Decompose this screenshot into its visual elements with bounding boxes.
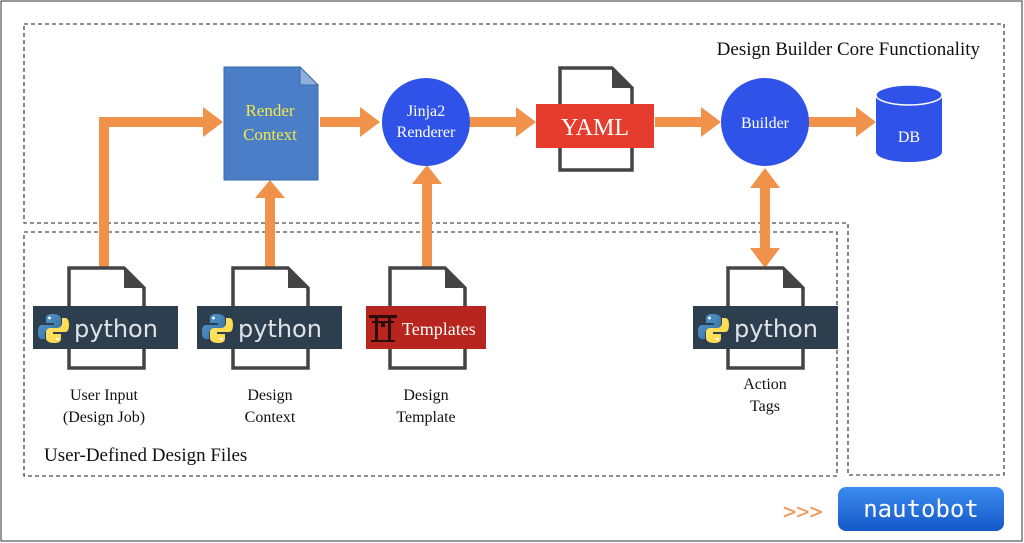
user-input-caption1: User Input <box>70 387 139 404</box>
design-template-caption2: Template <box>396 409 455 426</box>
user-input-badge: python <box>74 315 158 343</box>
yaml-node: YAML <box>536 66 654 172</box>
core-region-label: Design Builder Core Functionality <box>717 39 981 60</box>
torii-gate-icon <box>369 315 397 342</box>
python-logo-icon <box>38 314 69 343</box>
render-context-line2: Context <box>243 125 297 144</box>
arrow-design-context-to-render-context <box>255 180 285 272</box>
design-context-file: python Design Context <box>197 266 342 426</box>
arrow-user-input-to-render-context <box>99 107 223 272</box>
design-context-badge: python <box>238 315 322 343</box>
builder-node: Builder <box>721 78 809 166</box>
jinja-renderer-node: Jinja2 Renderer <box>382 78 470 166</box>
brand-chevrons: >>> <box>783 500 823 525</box>
action-tags-badge: python <box>734 315 818 343</box>
templates-badge: Templates <box>402 319 476 339</box>
arrows <box>99 107 876 272</box>
render-context-line1: Render <box>245 101 294 120</box>
action-tags-caption1: Action <box>743 376 787 393</box>
jinja-line1: Jinja2 <box>407 103 445 120</box>
arrow-render-context-to-jinja <box>320 107 380 137</box>
jinja-line2: Renderer <box>397 124 456 141</box>
design-template-caption1: Design <box>403 387 448 404</box>
builder-label: Builder <box>741 115 790 132</box>
user-region-label: User-Defined Design Files <box>44 445 247 466</box>
db-label: DB <box>898 129 920 146</box>
arrow-yaml-to-builder <box>655 107 721 137</box>
python-logo-icon <box>698 314 729 343</box>
design-template-file: Templates Design Template <box>366 266 486 426</box>
core-region-border <box>23 23 1005 476</box>
arrow-builder-to-db <box>808 107 876 137</box>
action-tags-caption2: Tags <box>750 398 780 415</box>
design-context-caption1: Design <box>247 387 292 404</box>
nautobot-logo-text: nautobot <box>863 495 979 523</box>
render-context-node: Render Context <box>223 65 320 181</box>
user-input-file: python User Input (Design Job) <box>33 266 178 426</box>
arrow-template-to-jinja <box>412 165 442 272</box>
action-tags-file: python Action Tags <box>693 266 838 415</box>
nautobot-brand: >>> nautobot <box>783 487 1004 531</box>
arrow-jinja-to-yaml <box>470 107 536 137</box>
python-logo-icon <box>202 314 233 343</box>
nautobot-logo-box <box>838 487 1004 531</box>
db-node: DB <box>875 84 943 162</box>
design-context-caption2: Context <box>245 409 296 426</box>
user-input-caption2: (Design Job) <box>63 409 145 426</box>
arrow-builder-action-tags <box>750 168 780 268</box>
yaml-label: YAML <box>561 115 629 141</box>
